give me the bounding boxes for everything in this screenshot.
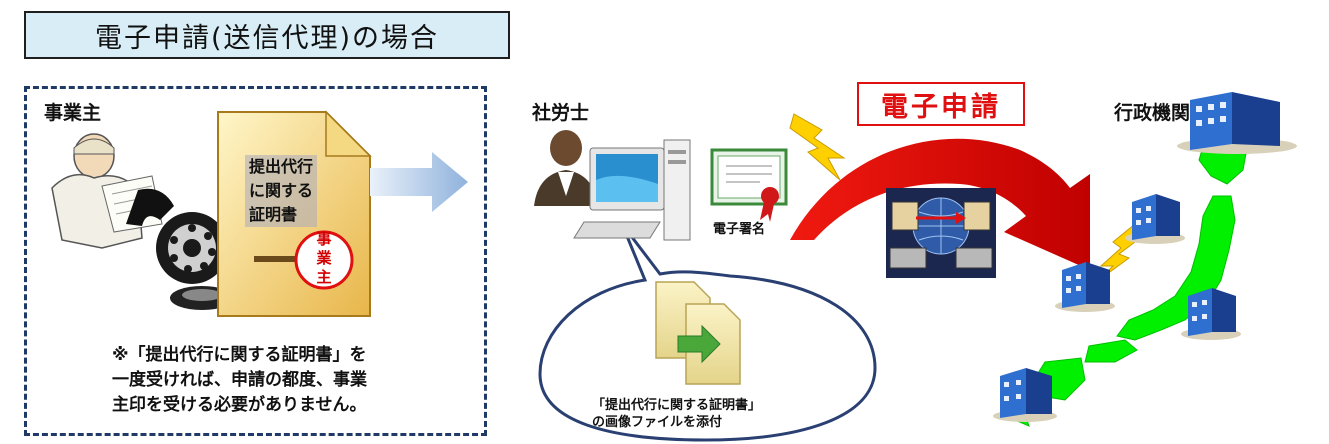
certificate-document-title: 提出代行 に関する 証明書 — [245, 155, 318, 227]
seal-char: 事 — [316, 230, 332, 248]
note-line: 一度受ければ、申請の都度、事業 — [112, 370, 367, 390]
note-line: 主印を受ける必要がありません。 — [112, 395, 367, 415]
page-title: 電子申請(送信代理)の場合 — [24, 11, 510, 59]
government-building-icon — [1055, 262, 1115, 312]
employer-panel — [24, 86, 487, 436]
page-title-text: 電子申請(送信代理)の場合 — [94, 22, 440, 54]
document-line: に関する — [245, 179, 318, 203]
network-transfer-icon — [886, 188, 996, 278]
government-building-icon — [1125, 194, 1185, 244]
seal-char: 業 — [316, 249, 332, 267]
employer-label: 事業主 — [44, 102, 102, 124]
labor-consultant-label: 社労士 — [532, 102, 590, 124]
government-label: 行政機関 — [1114, 102, 1191, 124]
signature-label: 電子署名 — [713, 222, 766, 237]
seal-char: 主 — [316, 268, 332, 286]
document-line: 証明書 — [245, 203, 318, 227]
electronic-application-badge: 電子申請 — [857, 82, 1025, 126]
attachment-line: の画像ファイルを添付 — [592, 415, 723, 430]
attachment-file-icon — [655, 281, 741, 385]
certificate-icon — [710, 148, 788, 222]
employer-person-icon — [51, 133, 232, 310]
attachment-caption: 「提出代行に関する証明書」 の画像ファイルを添付 — [592, 397, 761, 431]
attachment-line: 「提出代行に関する証明書」 — [592, 398, 762, 413]
lightning-icon — [789, 113, 846, 181]
note-line: ※「提出代行に関する証明書」を — [112, 345, 367, 365]
government-building-icon — [993, 368, 1057, 422]
employer-seal: 事 業 主 — [314, 230, 334, 287]
arrow-right-icon — [370, 152, 468, 212]
electronic-application-label: 電子申請 — [881, 91, 1001, 123]
government-building-icon — [1181, 288, 1241, 340]
employer-note: ※「提出代行に関する証明書」を 一度受ければ、申請の都度、事業 主印を受ける必要… — [112, 343, 367, 418]
government-building-icon — [1177, 92, 1297, 154]
document-line: 提出代行 — [245, 155, 318, 179]
submission-arrow — [790, 138, 1090, 270]
consultant-computer-icon — [534, 130, 691, 241]
